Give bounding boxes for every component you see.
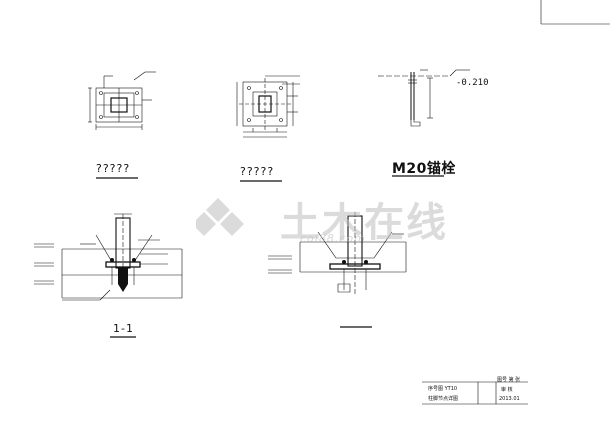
detail2-caption: ????? xyxy=(240,165,275,178)
title-block-right-top: 图号 第 张 xyxy=(497,377,521,383)
anchor-caption: M20锚栓 xyxy=(392,161,456,177)
title-block-line1: 序号图 YT10 xyxy=(428,386,458,392)
section-1-1-detail xyxy=(34,213,183,301)
title-block-right-bottom: 2013.01 xyxy=(499,396,520,402)
title-block xyxy=(422,381,528,405)
title-block-right-mid: 审 核 xyxy=(501,387,513,393)
title-block-line2: 柱脚节点详图 xyxy=(428,396,459,402)
section-caption: 1-1 xyxy=(113,322,134,335)
base-plate-plan-2 xyxy=(236,75,300,138)
detail1-caption: ????? xyxy=(96,162,131,175)
watermark-text: 土木在线 xyxy=(280,200,448,246)
anchor-bolt-detail xyxy=(378,69,470,127)
watermark-subtext: coi88.com xyxy=(300,232,366,245)
watermark-logo-icon xyxy=(192,198,244,236)
watermark-logo xyxy=(192,196,266,236)
anchor-elevation-label: -0.210 xyxy=(456,78,489,88)
section-2-detail xyxy=(268,212,407,296)
base-plate-plan-1 xyxy=(88,71,156,130)
